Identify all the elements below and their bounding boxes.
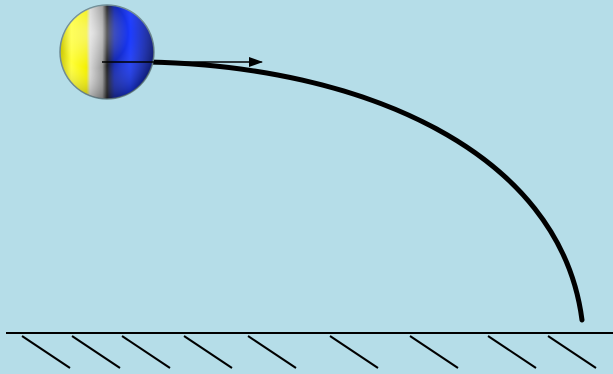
hatch-mark [121, 335, 171, 369]
hatch-mark [21, 335, 71, 369]
ground [6, 332, 613, 369]
hatch-mark [183, 335, 233, 369]
hatch-mark [247, 335, 297, 369]
striped-ball-icon [59, 4, 155, 100]
hatch-mark [329, 335, 379, 369]
hatch-mark [71, 335, 121, 369]
ground-hatching [21, 335, 597, 369]
hatch-mark [547, 335, 597, 369]
hatch-mark [409, 335, 459, 369]
hatch-mark [487, 335, 537, 369]
trajectory-curve [145, 59, 585, 323]
